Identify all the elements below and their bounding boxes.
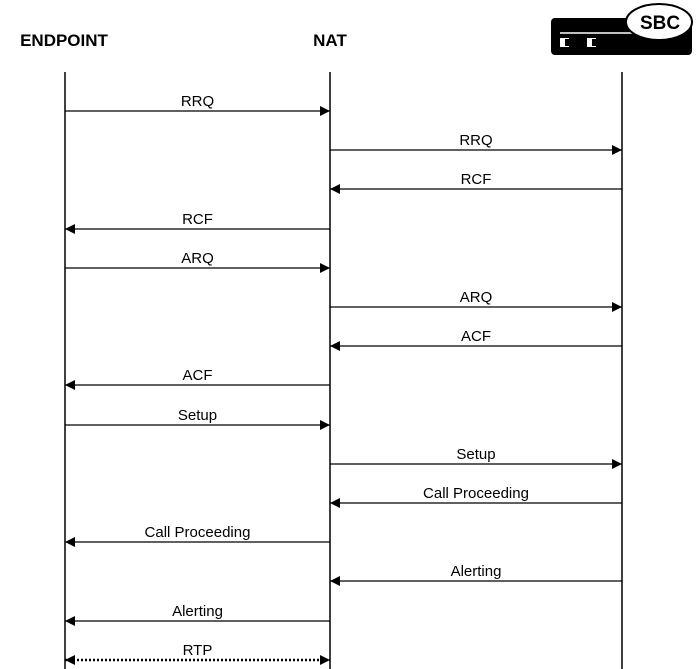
endpoint-label: ENDPOINT	[20, 31, 108, 50]
message-label: Call Proceeding	[423, 485, 529, 502]
message-12: Call Proceeding	[65, 524, 330, 547]
message-10: Setup	[330, 446, 622, 469]
message-label: Call Proceeding	[145, 524, 251, 541]
sbc-device-icon: SBC	[551, 3, 693, 55]
message-label: RTP	[183, 642, 213, 659]
message-5: ARQ	[65, 250, 330, 273]
message-4: RCF	[65, 211, 330, 234]
message-label: RRQ	[181, 93, 214, 110]
message-8: ACF	[65, 367, 330, 390]
message-label: ACF	[461, 328, 491, 345]
message-label: Setup	[456, 446, 495, 463]
message-label: ARQ	[181, 250, 214, 267]
message-11: Call Proceeding	[330, 485, 622, 508]
message-3: RCF	[330, 171, 622, 194]
message-label: Alerting	[172, 603, 223, 620]
message-label: Alerting	[451, 563, 502, 580]
message-9: Setup	[65, 407, 330, 430]
message-label: RCF	[182, 211, 213, 228]
message-1: RRQ	[65, 93, 330, 116]
message-7: ACF	[330, 328, 622, 351]
message-label: ACF	[183, 367, 213, 384]
message-6: ARQ	[330, 289, 622, 312]
message-label: RRQ	[459, 132, 492, 149]
message-2: RRQ	[330, 132, 622, 155]
message-label: RCF	[461, 171, 492, 188]
message-label: Setup	[178, 407, 217, 424]
message-14: Alerting	[65, 603, 330, 626]
message-13: Alerting	[330, 563, 622, 586]
message-label: ARQ	[460, 289, 493, 306]
sbc-label: SBC	[640, 13, 680, 34]
message-15: RTP	[65, 642, 330, 665]
nat-label: NAT	[313, 31, 347, 50]
